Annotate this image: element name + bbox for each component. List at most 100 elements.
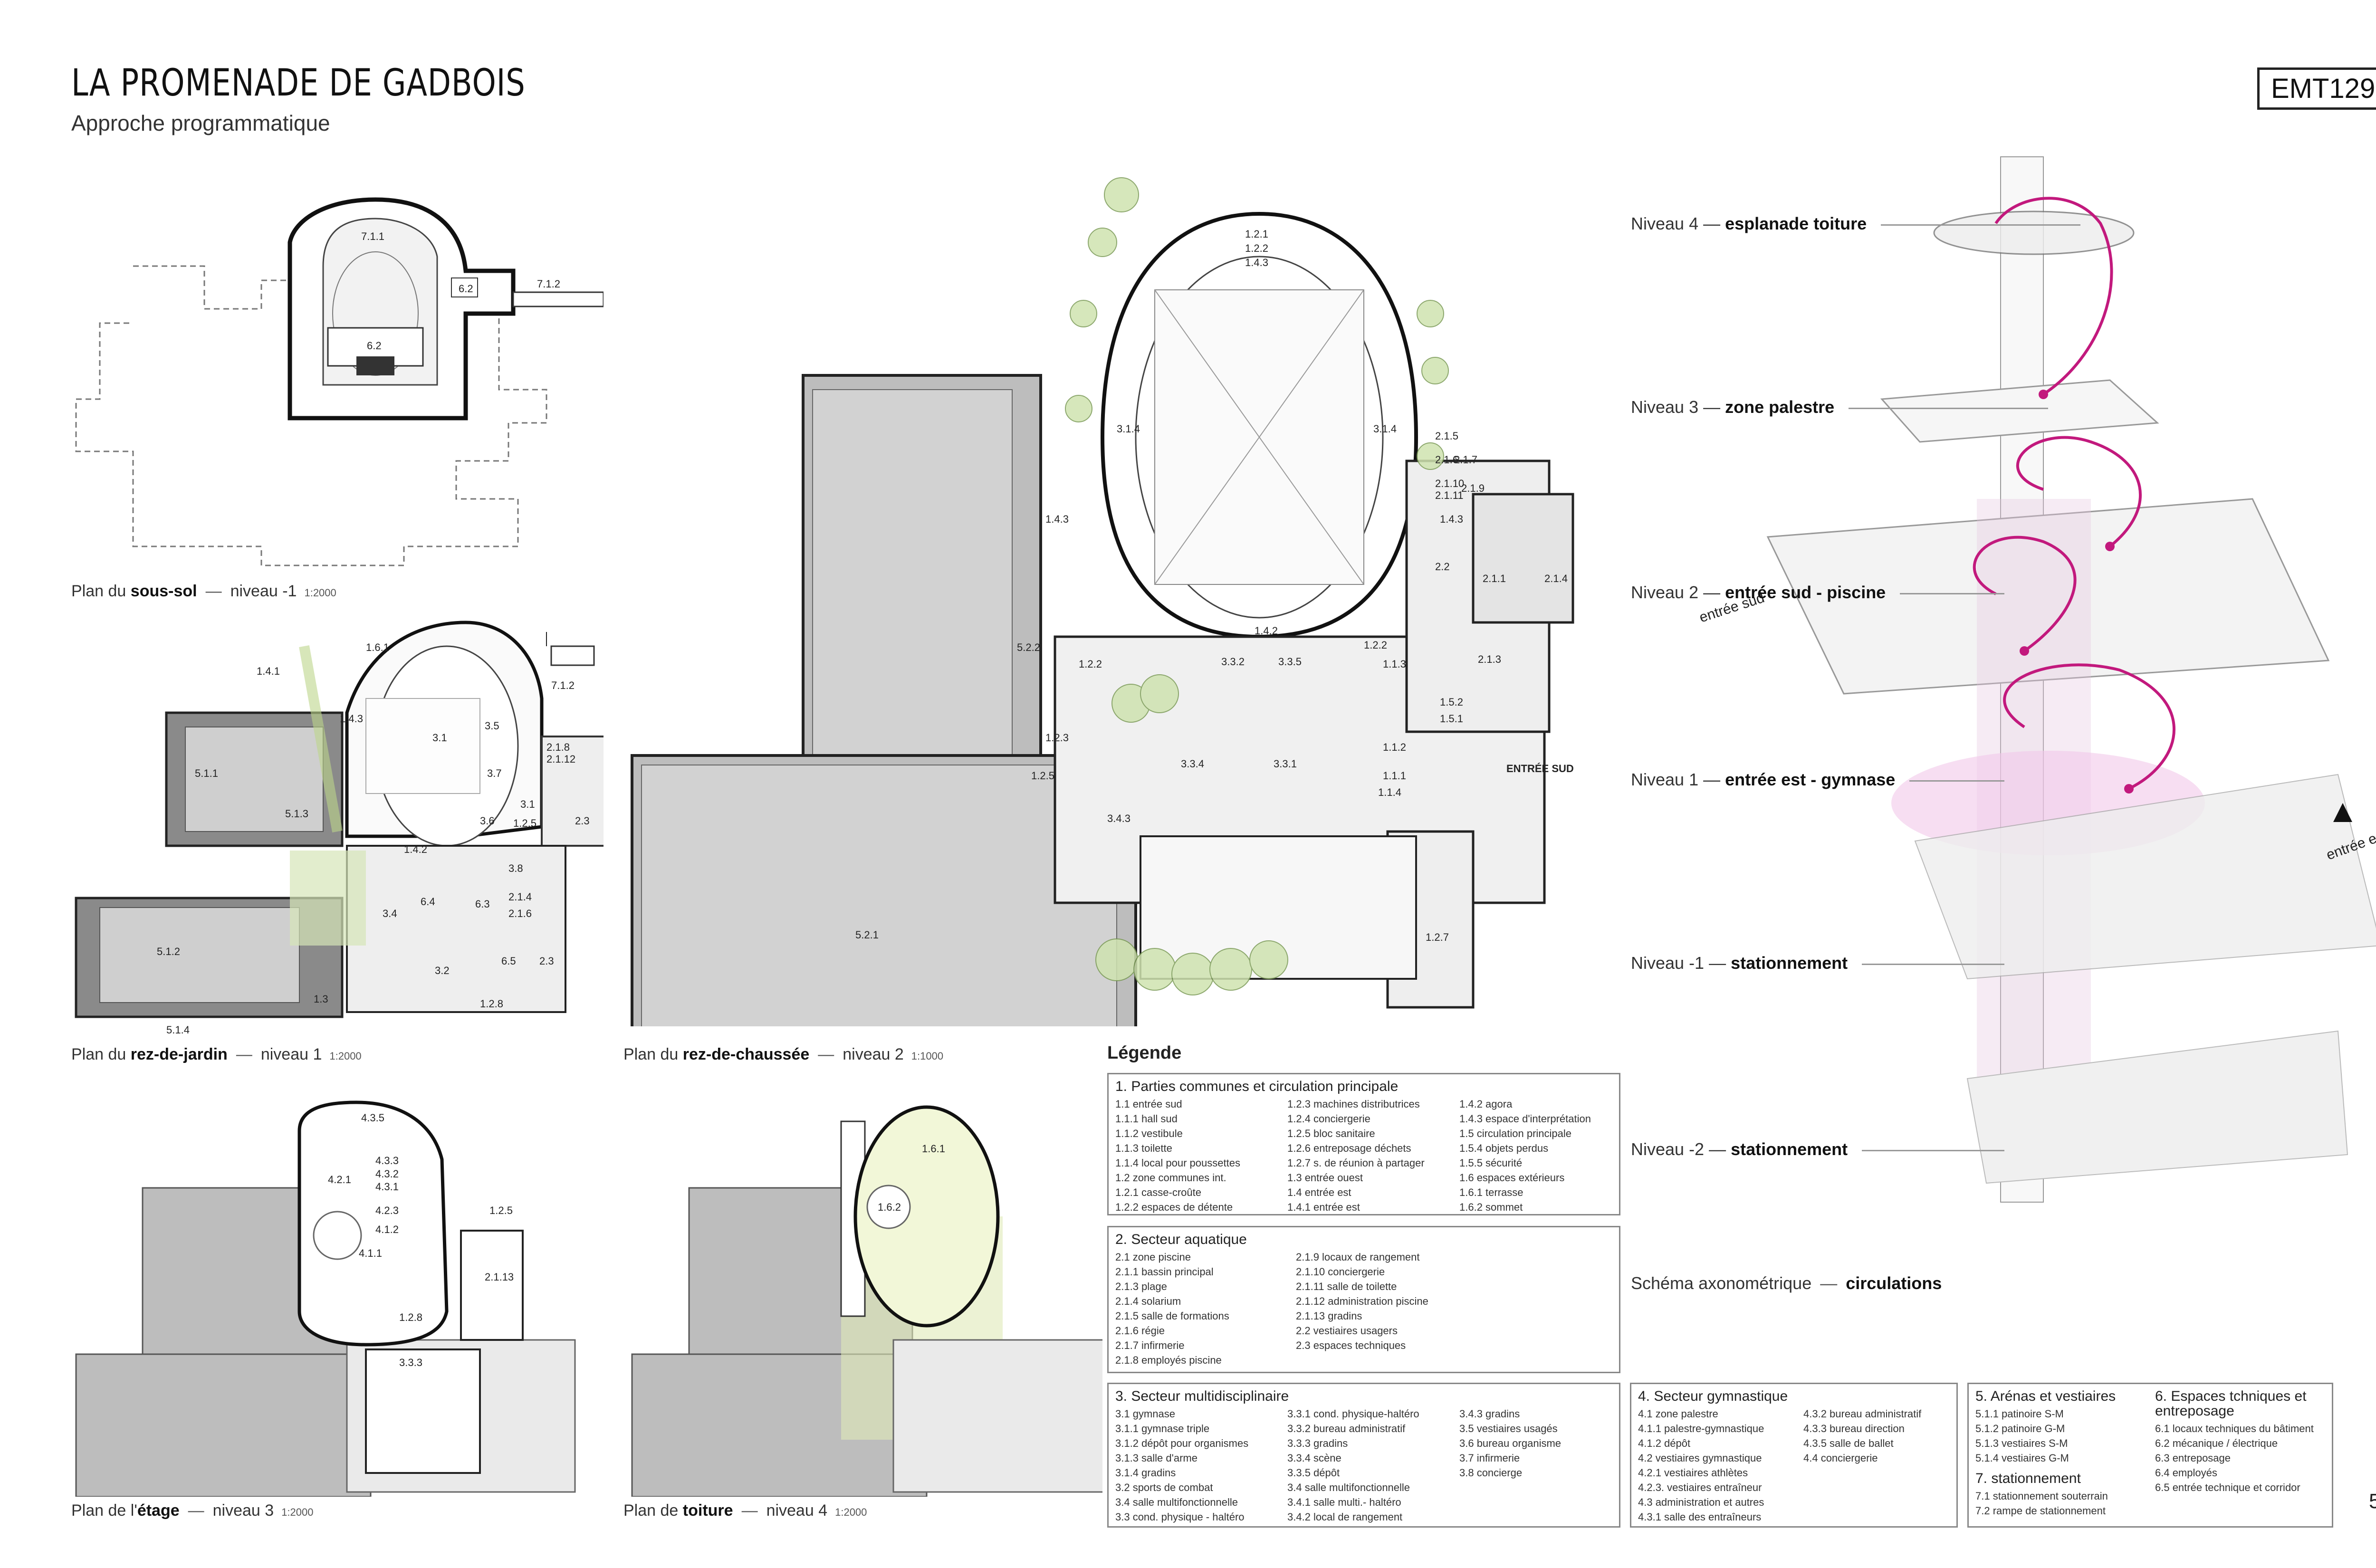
svg-text:3.1: 3.1 [432, 732, 447, 744]
svg-text:3.1.4: 3.1.4 [1373, 423, 1397, 435]
svg-text:4.1.2: 4.1.2 [375, 1224, 399, 1235]
svg-text:4.3.5: 4.3.5 [361, 1112, 384, 1124]
svg-text:2.1.13: 2.1.13 [485, 1271, 514, 1283]
svg-text:6.3: 6.3 [475, 898, 490, 910]
svg-text:1.2.5: 1.2.5 [1031, 770, 1054, 782]
plan-rez-de-chaussee: 1.2.1 1.2.2 1.4.3 3.1.4 3.1.4 2.1.5 2.1.… [631, 177, 1574, 1026]
svg-text:3.3.2: 3.3.2 [1221, 656, 1245, 668]
svg-text:1.2.8: 1.2.8 [480, 998, 503, 1010]
svg-text:3.1.4: 3.1.4 [1117, 423, 1140, 435]
svg-text:3.6: 3.6 [480, 815, 495, 827]
svg-text:2.1.9: 2.1.9 [1461, 482, 1485, 494]
legend-section-1: 1. Parties communes et circulation princ… [1107, 1073, 1620, 1215]
svg-text:1.4.3: 1.4.3 [1045, 513, 1069, 525]
label-7-1-1: 7.1.1 [361, 230, 384, 242]
svg-text:1.1.4: 1.1.4 [1378, 786, 1401, 798]
svg-text:1.6.1: 1.6.1 [366, 641, 389, 653]
svg-text:6.5: 6.5 [501, 955, 516, 967]
svg-text:2.2: 2.2 [1435, 561, 1450, 573]
svg-text:1.2.7: 1.2.7 [1426, 931, 1449, 943]
svg-text:1.4.3: 1.4.3 [1440, 513, 1463, 525]
level-minus-2-label: Niveau -2 — stationnement [1631, 1139, 2005, 1159]
svg-text:5.1.4: 5.1.4 [166, 1024, 190, 1036]
level-minus-1-label: Niveau -1 — stationnement [1631, 953, 2005, 973]
svg-text:2.1.5: 2.1.5 [1435, 430, 1458, 442]
project-code-badge: EMT129 [2257, 67, 2376, 110]
svg-text:3.4: 3.4 [383, 908, 397, 919]
svg-text:1.6.2: 1.6.2 [878, 1201, 901, 1213]
svg-text:4.1.1: 4.1.1 [359, 1247, 382, 1259]
svg-text:1.2.2: 1.2.2 [1245, 242, 1268, 254]
plan-toiture: 1.6.1 1.6.2 [631, 1105, 1102, 1497]
svg-text:2.1.12: 2.1.12 [546, 753, 575, 765]
page-number: 5 [2369, 1490, 2376, 1513]
plan-rez-de-jardin: 1.6.1 1.4.1 1.4.3 3.5 3.1 3.7 2.1.8 2.1.… [75, 621, 604, 1036]
svg-text:1.4.2: 1.4.2 [404, 843, 427, 855]
label-entree-sud: ENTRÉE SUD [1506, 763, 1574, 774]
svg-text:3.3.5: 3.3.5 [1278, 656, 1302, 668]
label-6-2b: 6.2 [367, 340, 382, 352]
svg-text:1.4.2: 1.4.2 [1255, 625, 1278, 637]
page-subtitle: Approche programmatique [71, 111, 330, 135]
svg-text:4.2.3: 4.2.3 [375, 1205, 399, 1216]
svg-text:2.1.11: 2.1.11 [1435, 489, 1464, 501]
svg-text:1.4.3: 1.4.3 [340, 713, 363, 725]
svg-text:1.1.2: 1.1.2 [1383, 741, 1406, 753]
svg-text:2.1.7: 2.1.7 [1454, 454, 1477, 466]
svg-text:2.1.1: 2.1.1 [1483, 573, 1506, 584]
svg-text:6.4: 6.4 [421, 896, 435, 908]
axonometric-schema: entrée sud entrée est [1697, 156, 2376, 1203]
svg-text:5.1.2: 5.1.2 [157, 946, 180, 957]
svg-text:1.4.3: 1.4.3 [1245, 257, 1268, 268]
svg-text:1.6.1: 1.6.1 [922, 1143, 945, 1155]
svg-text:4.2.1: 4.2.1 [328, 1174, 351, 1186]
svg-text:1.5.1: 1.5.1 [1440, 713, 1463, 725]
svg-text:1.2.5: 1.2.5 [513, 817, 537, 829]
level-3-label: Niveau 3 — zone palestre [1631, 397, 2049, 417]
legend-section-3: 3. Secteur multidisciplinaire 3.1 gymnas… [1107, 1383, 1620, 1528]
svg-text:1.2.2: 1.2.2 [1364, 639, 1387, 651]
svg-text:2.1.4: 2.1.4 [508, 891, 532, 903]
svg-text:1.4.1: 1.4.1 [257, 665, 280, 677]
svg-text:5.2.2: 5.2.2 [1017, 641, 1040, 653]
svg-text:3.2: 3.2 [435, 965, 450, 976]
legend-section-4: 4. Secteur gymnastique 4.1 zone palestre… [1630, 1383, 1958, 1528]
level-4-label: Niveau 4 — esplanade toiture [1631, 214, 2081, 234]
caption-axonometric: Schéma axonométrique—circulations [1631, 1273, 1942, 1293]
svg-text:1.3: 1.3 [314, 993, 328, 1005]
svg-text:2.1.4: 2.1.4 [1544, 573, 1568, 584]
svg-text:2.3: 2.3 [539, 955, 554, 967]
label-7-1-2: 7.1.2 [537, 278, 560, 290]
svg-text:3.5: 3.5 [485, 720, 499, 732]
svg-text:1.1.1: 1.1.1 [1383, 770, 1406, 782]
svg-text:5.1.3: 5.1.3 [285, 808, 308, 820]
plan-sous-sol: 7.1.1 6.2 7.1.2 6.2 [75, 197, 604, 566]
svg-text:1.2.8: 1.2.8 [399, 1311, 422, 1323]
level-2-label: Niveau 2 — entrée sud - piscine [1631, 583, 2005, 602]
svg-text:5.1.1: 5.1.1 [195, 767, 218, 779]
svg-text:2.1.6: 2.1.6 [1435, 454, 1458, 466]
svg-text:3.3.3: 3.3.3 [399, 1357, 422, 1368]
svg-text:5.2.1: 5.2.1 [855, 929, 879, 941]
svg-text:2.1.3: 2.1.3 [1478, 653, 1501, 665]
svg-text:3.1: 3.1 [520, 798, 535, 810]
svg-text:1.2.1: 1.2.1 [1245, 228, 1268, 240]
svg-text:4.3.3: 4.3.3 [375, 1155, 399, 1166]
svg-text:1.5.2: 1.5.2 [1440, 696, 1463, 708]
svg-text:2.3: 2.3 [575, 815, 590, 827]
plan-etage: 4.3.5 4.3.3 4.3.2 4.2.1 4.3.1 4.2.3 4.1.… [75, 1100, 576, 1497]
svg-text:2.1.6: 2.1.6 [508, 908, 532, 919]
svg-text:2.1.8: 2.1.8 [546, 741, 570, 753]
svg-text:2.1.10: 2.1.10 [1435, 478, 1464, 489]
svg-text:3.8: 3.8 [508, 862, 523, 874]
svg-text:1.2.5: 1.2.5 [489, 1205, 513, 1216]
svg-text:4.3.2: 4.3.2 [375, 1168, 399, 1180]
level-1-label: Niveau 1 — entrée est - gymnase [1631, 770, 2005, 790]
page-title: LA PROMENADE DE GADBOIS [71, 62, 526, 105]
svg-text:1.1.3: 1.1.3 [1383, 658, 1406, 670]
